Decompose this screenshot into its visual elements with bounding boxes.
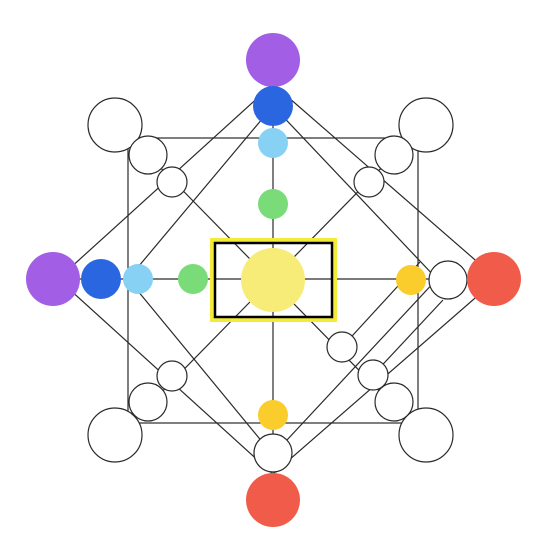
red-node-bottom [246,473,300,527]
gold-node-right [396,265,426,295]
empty-node-corner-tl-large [87,97,143,153]
empty-node-right-mid [428,260,468,300]
colored-nodes [26,33,521,527]
empty-node-corner-tr-medium [374,135,414,175]
diagonal-d [372,299,444,376]
empty-node-corner-bl-small [156,360,188,392]
empty-node-corner-tr-large [398,97,454,153]
empty-node-corner-br-large [398,407,454,463]
blue-node-left [81,259,121,299]
red-node-right [467,252,521,306]
empty-node-corner-tl-medium [128,135,168,175]
empty-node-corner-bl-large [87,407,143,463]
empty-node-bottom-mid [253,433,293,473]
empty-node-corner-tr-small [353,166,385,198]
empty-nodes [87,97,468,473]
blue-node-top [253,86,293,126]
light-blue-node-top [258,128,288,158]
empty-node-corner-br-medium [374,382,414,422]
purple-node-top [246,33,300,87]
green-node-left [178,264,208,294]
purple-node-left [26,252,80,306]
center-box [213,241,334,319]
empty-node-inner-br [326,331,358,363]
gold-node-bottom [258,400,288,430]
empty-node-corner-br-small [357,359,389,391]
empty-node-corner-bl-medium [128,382,168,422]
empty-node-corner-tl-small [156,166,188,198]
light-blue-node-left [123,264,153,294]
center-box-glow [210,238,337,322]
green-node-top [258,189,288,219]
yellow-node-center [241,248,305,312]
